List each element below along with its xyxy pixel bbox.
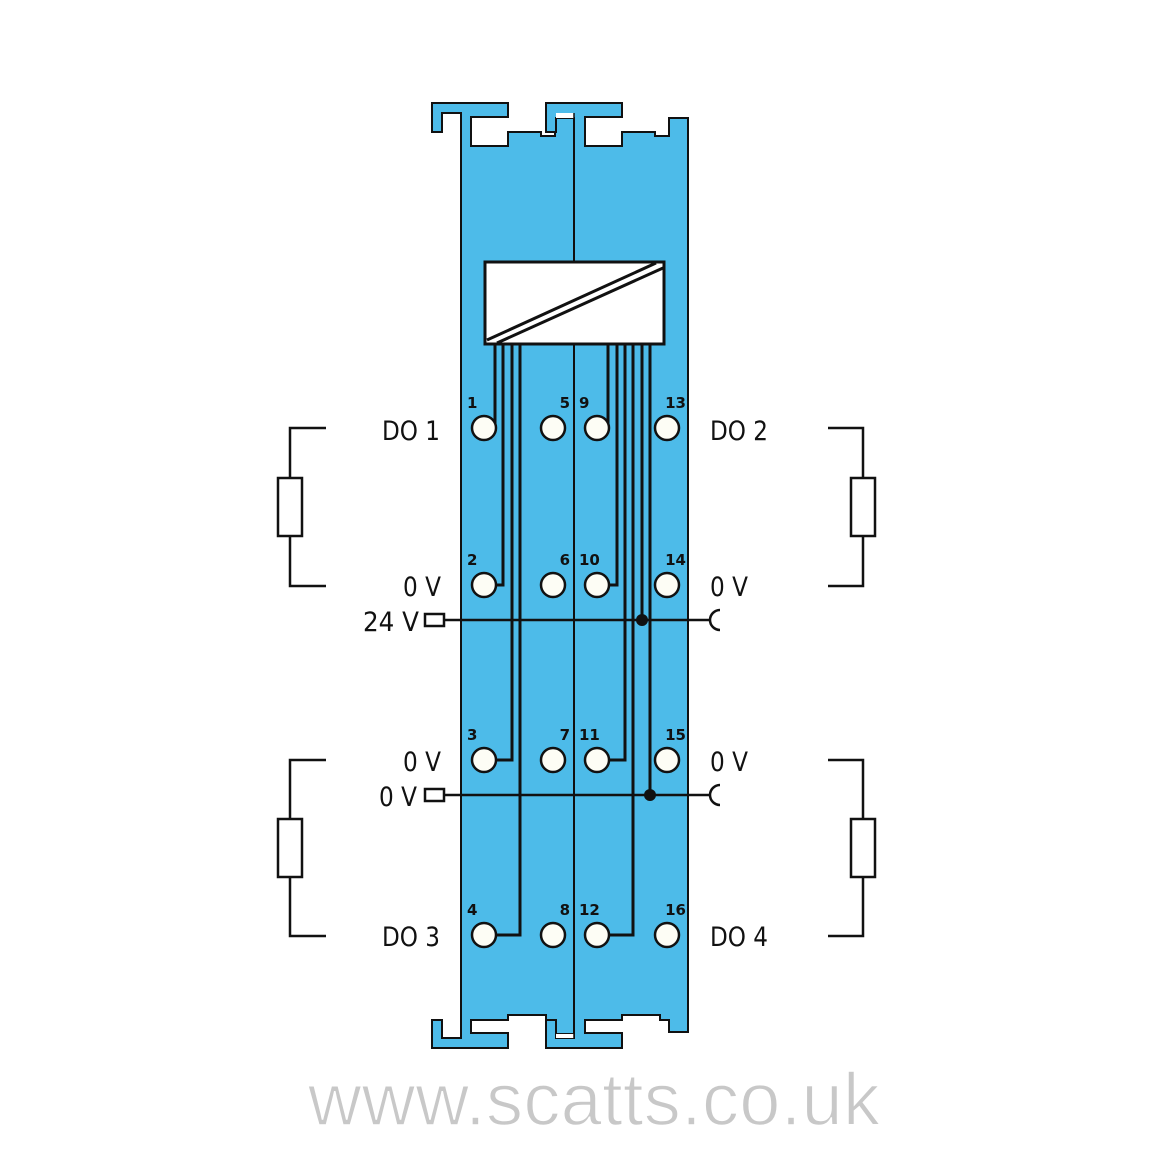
terminal-1: [470, 414, 498, 442]
load-resistor-icon: [276, 817, 304, 879]
terminal-13: [653, 414, 681, 442]
supply-connector-0v-icon: [423, 787, 446, 803]
plug-socket-0v-icon: [708, 783, 721, 807]
terminal-14: [653, 571, 681, 599]
terminal-number-6: 6: [560, 551, 570, 569]
terminal-number-3: 3: [467, 726, 477, 744]
electronics-isolation-box: [483, 260, 666, 346]
terminal-3: [470, 746, 498, 774]
wire-to-terminal-3: [496, 345, 514, 762]
terminal-16: [653, 921, 681, 949]
terminal-10: [583, 571, 611, 599]
terminal-7: [539, 746, 567, 774]
label-0v-row3-left: 0 V: [403, 747, 441, 778]
load-resistor-icon: [849, 817, 877, 879]
isolation-diagonal-2: [496, 266, 664, 345]
terminal-number-13: 13: [665, 394, 686, 412]
isolation-diagonal-1: [486, 261, 657, 342]
label-do2: DO 2: [710, 416, 768, 447]
wire-to-terminal-9: [606, 345, 610, 430]
label-do4: DO 4: [710, 922, 768, 953]
internal-wires: [493, 345, 652, 937]
terminal-number-16: 16: [665, 901, 686, 919]
terminal-number-8: 8: [560, 901, 570, 919]
wire-to-terminal-2: [496, 345, 505, 587]
label-24v: 24 V: [363, 607, 419, 638]
clip-gap-bottom: [556, 1034, 574, 1038]
junction-dot-24v: [636, 614, 648, 626]
terminal-number-10: 10: [579, 551, 600, 569]
terminal-9: [583, 414, 611, 442]
wire-to-terminal-1: [493, 345, 497, 430]
terminal-number-11: 11: [579, 726, 600, 744]
terminal-number-9: 9: [579, 394, 589, 412]
terminal-2: [470, 571, 498, 599]
terminal-8: [539, 921, 567, 949]
terminal-number-4: 4: [467, 901, 477, 919]
load-resistor-icon: [276, 476, 304, 538]
label-0v-supply: 0 V: [379, 782, 417, 813]
label-0v-row2-right: 0 V: [710, 572, 748, 603]
wire-to-terminal-4: [496, 345, 522, 937]
label-0v-row2-left: 0 V: [403, 572, 441, 603]
wire-to-terminal-11: [609, 345, 627, 762]
wire-to-terminal-10: [609, 345, 619, 587]
external-wiring: [276, 426, 877, 938]
junction-dot-0v: [644, 789, 656, 801]
clip-gap-top: [556, 113, 574, 118]
terminal-5: [539, 414, 567, 442]
terminal-number-2: 2: [467, 551, 477, 569]
load-resistor-icon: [849, 476, 877, 538]
terminal-15: [653, 746, 681, 774]
supply-connector-24v-icon: [423, 612, 446, 628]
terminal-number-1: 1: [467, 394, 477, 412]
terminal-number-7: 7: [560, 726, 570, 744]
label-do1: DO 1: [382, 416, 440, 447]
label-0v-row3-right: 0 V: [710, 747, 748, 778]
terminal-6: [539, 571, 567, 599]
wire-to-terminal-12: [609, 345, 635, 937]
terminal-number-15: 15: [665, 726, 686, 744]
terminal-11: [583, 746, 611, 774]
plug-socket-24v-icon: [708, 608, 721, 632]
terminal-4: [470, 921, 498, 949]
terminal-12: [583, 921, 611, 949]
terminal-number-12: 12: [579, 901, 600, 919]
label-do3: DO 3: [382, 922, 440, 953]
terminal-number-14: 14: [665, 551, 686, 569]
watermark: www.scatts.co.uk: [307, 1058, 881, 1141]
terminal-number-5: 5: [560, 394, 570, 412]
